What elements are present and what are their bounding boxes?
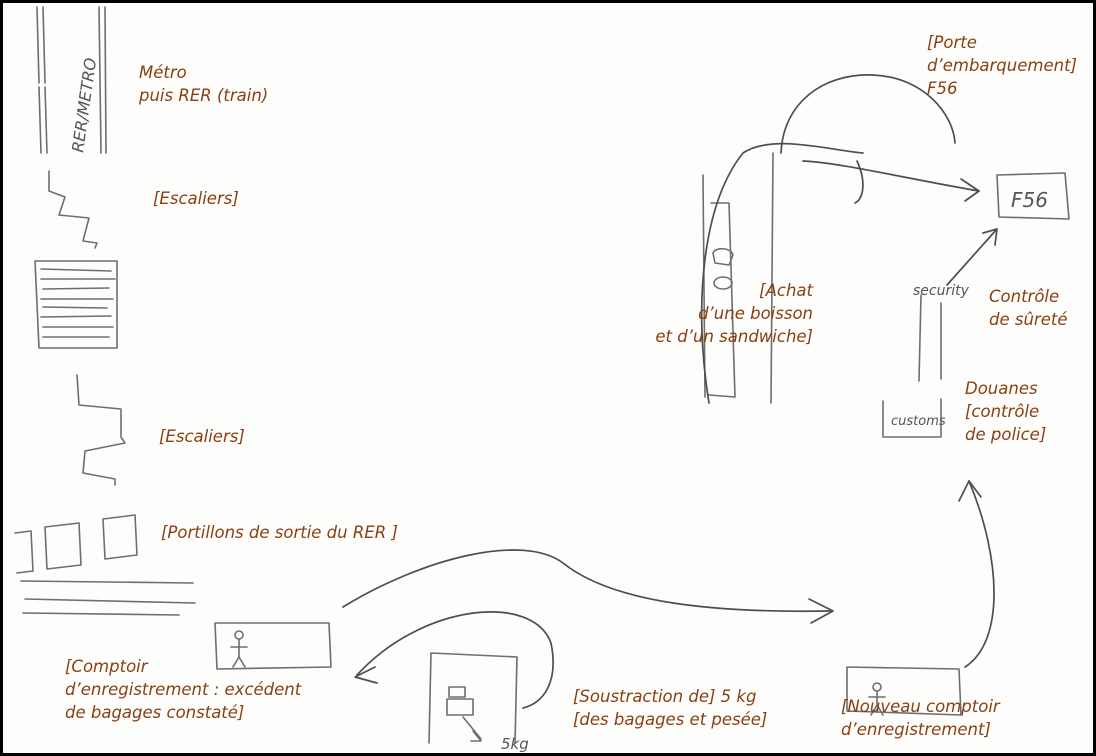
metro-train-sketch: RER/METRO [37, 7, 106, 154]
label-douanes: Douanes [contrôle de police] [965, 377, 1046, 446]
gate-box-text: F56 [1011, 188, 1048, 212]
label-escaliers-1: [Escaliers] [153, 187, 239, 210]
customs-text: customs [891, 414, 946, 429]
stairs-zigzag-2 [77, 375, 125, 485]
label-portillons: [Portillons de sortie du RER ] [161, 521, 398, 544]
arrow-to-customs [965, 481, 994, 667]
label-soustraction: [Soustraction de] 5 kg [des bagages et p… [573, 685, 767, 731]
arrow-bag-loop [357, 612, 553, 708]
rer-metro-text: RER/METRO [68, 57, 100, 154]
platform-block-sketch [35, 261, 117, 348]
label-metro: Métro puis RER (train) [139, 61, 268, 107]
label-porte: [Porte d’embarquement] F56 [927, 31, 1077, 100]
airport-journey-sketch: RER/METRO 5kg [3, 3, 1093, 753]
label-comptoir: [Comptoir d’enregistrement : excédent de… [65, 655, 301, 724]
bag-scale-sketch: 5kg [429, 653, 529, 753]
label-nouveau-comptoir: [Nouveau comptoir d’enregistrement] [841, 695, 1000, 741]
security-checkpoint-sketch: security [913, 229, 997, 381]
snack-shop-sketch [703, 153, 773, 403]
label-achat: [Achat d’une boisson et d’un sandwiche] [607, 279, 813, 348]
label-controle-surete: Contrôle de sûreté [989, 285, 1067, 331]
gate-f56-sketch: F56 [997, 173, 1069, 219]
security-text: security [913, 283, 970, 299]
arrow-through-shop [702, 144, 979, 403]
customs-box-sketch: customs [883, 399, 946, 437]
label-escaliers-2: [Escaliers] [159, 425, 245, 448]
arrow-to-new-counter [343, 550, 831, 611]
stairs-zigzag-1 [49, 171, 97, 248]
bag-weight-text: 5kg [501, 735, 529, 753]
